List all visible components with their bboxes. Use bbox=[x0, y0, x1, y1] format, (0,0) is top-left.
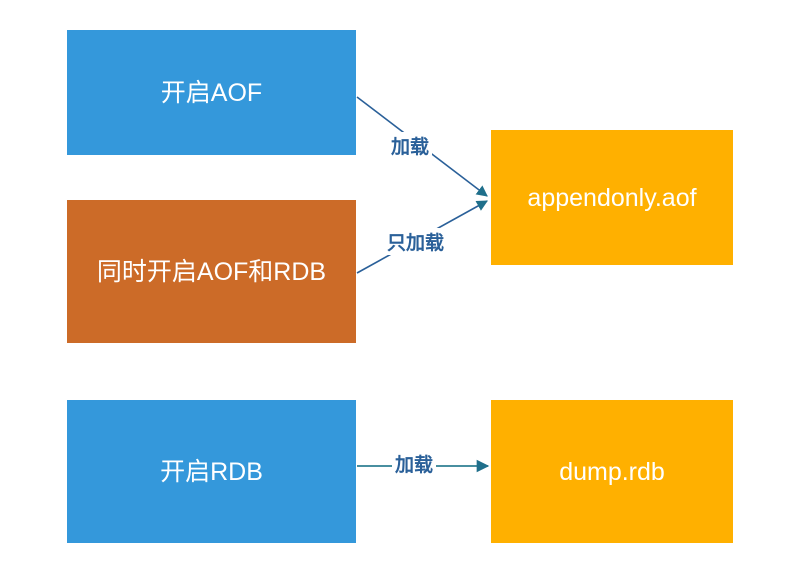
node-enable-rdb[interactable]: 开启RDB bbox=[67, 400, 356, 543]
edge-label-only-load: 只加载 bbox=[384, 228, 448, 255]
edge-label-load-rdb: 加载 bbox=[392, 450, 437, 477]
edge-label-load-aof: 加载 bbox=[388, 132, 433, 159]
node-dump-rdb[interactable]: dump.rdb bbox=[491, 400, 733, 543]
node-enable-aof-and-rdb[interactable]: 同时开启AOF和RDB bbox=[67, 200, 356, 343]
node-appendonly-aof[interactable]: appendonly.aof bbox=[491, 130, 733, 265]
node-enable-aof-and-rdb-label: 同时开启AOF和RDB bbox=[96, 257, 327, 286]
node-dump-rdb-label: dump.rdb bbox=[559, 457, 665, 486]
node-enable-aof-label: 开启AOF bbox=[160, 78, 263, 107]
node-enable-aof[interactable]: 开启AOF bbox=[67, 30, 356, 155]
node-enable-rdb-label: 开启RDB bbox=[160, 457, 263, 486]
node-appendonly-aof-label: appendonly.aof bbox=[527, 183, 697, 212]
